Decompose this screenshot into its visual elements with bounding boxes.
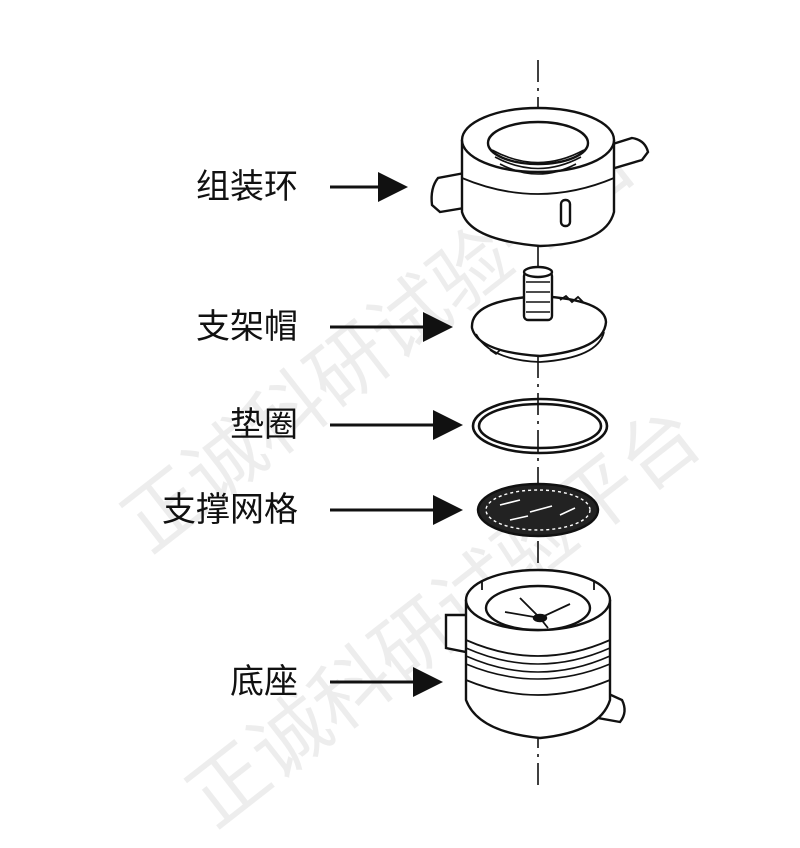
diagram-drawing: [330, 60, 650, 790]
base-part: [444, 568, 626, 740]
label-gasket: 垫圈: [230, 405, 298, 445]
label-support-mesh: 支撑网格: [162, 490, 298, 530]
exploded-view-diagram: 正诚科研试验平台 正诚科研试验平台: [106, 60, 718, 845]
label-assembly-ring: 组装环: [196, 167, 298, 207]
assembly-ring-part: [430, 106, 650, 248]
label-base: 底座: [230, 662, 298, 702]
label-bracket-cap: 支架帽: [196, 307, 298, 347]
bracket-cap-part: [470, 265, 608, 363]
gasket-part: [471, 397, 609, 455]
support-mesh-part: [476, 482, 600, 538]
